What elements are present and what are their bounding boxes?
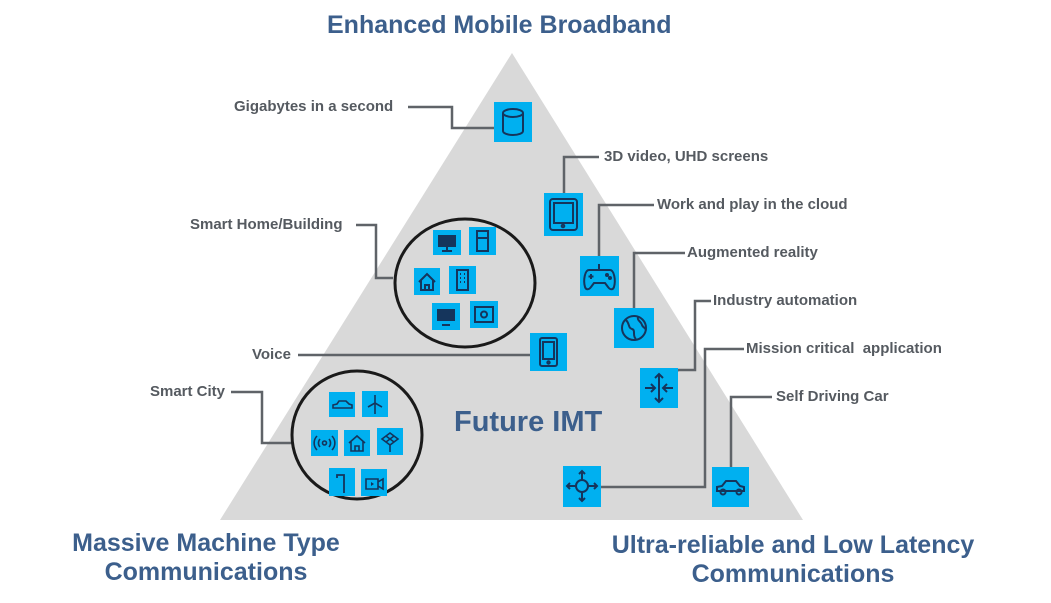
wind-turbine-icon: [362, 391, 388, 417]
connector-smart-home: [356, 223, 393, 280]
connector-video: [562, 155, 599, 193]
label-3d-video: 3D video, UHD screens: [604, 148, 769, 165]
corner-ultra-reliable-low-latency: Ultra-reliable and Low Latency Communica…: [606, 531, 980, 589]
label-smart-home: Smart Home/Building: [190, 216, 343, 233]
monitor-icon: [433, 230, 461, 255]
car-icon: [712, 467, 749, 507]
phone-icon: [530, 333, 567, 371]
connector-gigabytes: [408, 105, 494, 130]
connector-cloud: [597, 203, 654, 256]
move-arrows-icon: [563, 466, 601, 507]
label-augmented-reality: Augmented reality: [687, 244, 818, 261]
gamepad-icon: [580, 256, 619, 296]
label-smart-city: Smart City: [150, 383, 226, 400]
connector-smart-city: [231, 390, 292, 445]
safe-icon: [470, 301, 498, 328]
house-icon: [414, 268, 440, 295]
label-voice: Voice: [252, 346, 291, 363]
database-icon: [494, 102, 532, 142]
fridge-icon: [469, 227, 496, 255]
corner-right-line2: Communications: [691, 560, 895, 588]
globe-icon: [614, 308, 654, 348]
smart-city-circle: [290, 369, 424, 501]
arrows-in-icon: [640, 368, 678, 408]
corner-left-line2: Communications: [104, 558, 308, 586]
label-gigabytes: Gigabytes in a second: [234, 98, 394, 115]
smart-home-circle: [393, 217, 537, 349]
streetlight-icon: [329, 468, 355, 496]
connector-ar: [632, 251, 685, 308]
label-cloud: Work and play in the cloud: [657, 196, 848, 213]
solar-icon: [377, 428, 403, 455]
camera-icon: [361, 469, 387, 496]
connector-mission: [601, 347, 744, 489]
label-mission-critical: Mission critical application: [746, 340, 942, 357]
car-icon: [329, 392, 355, 417]
center-label: Future IMT: [454, 406, 603, 438]
corner-left-line1: Massive Machine Type: [72, 529, 340, 557]
connector-car: [729, 395, 772, 467]
title-enhanced-mobile-broadband: Enhanced Mobile Broadband: [327, 11, 672, 39]
house-icon: [344, 430, 370, 456]
wireless-icon: [311, 430, 338, 456]
tv-icon: [432, 303, 460, 330]
tablet-icon: [544, 193, 583, 236]
label-industry-automation: Industry automation: [713, 292, 858, 309]
corner-right-line1: Ultra-reliable and Low Latency: [611, 531, 975, 559]
building-icon: [449, 266, 476, 294]
label-self-driving-car: Self Driving Car: [776, 388, 889, 405]
corner-massive-machine-type: Massive Machine Type Communications: [68, 529, 344, 587]
